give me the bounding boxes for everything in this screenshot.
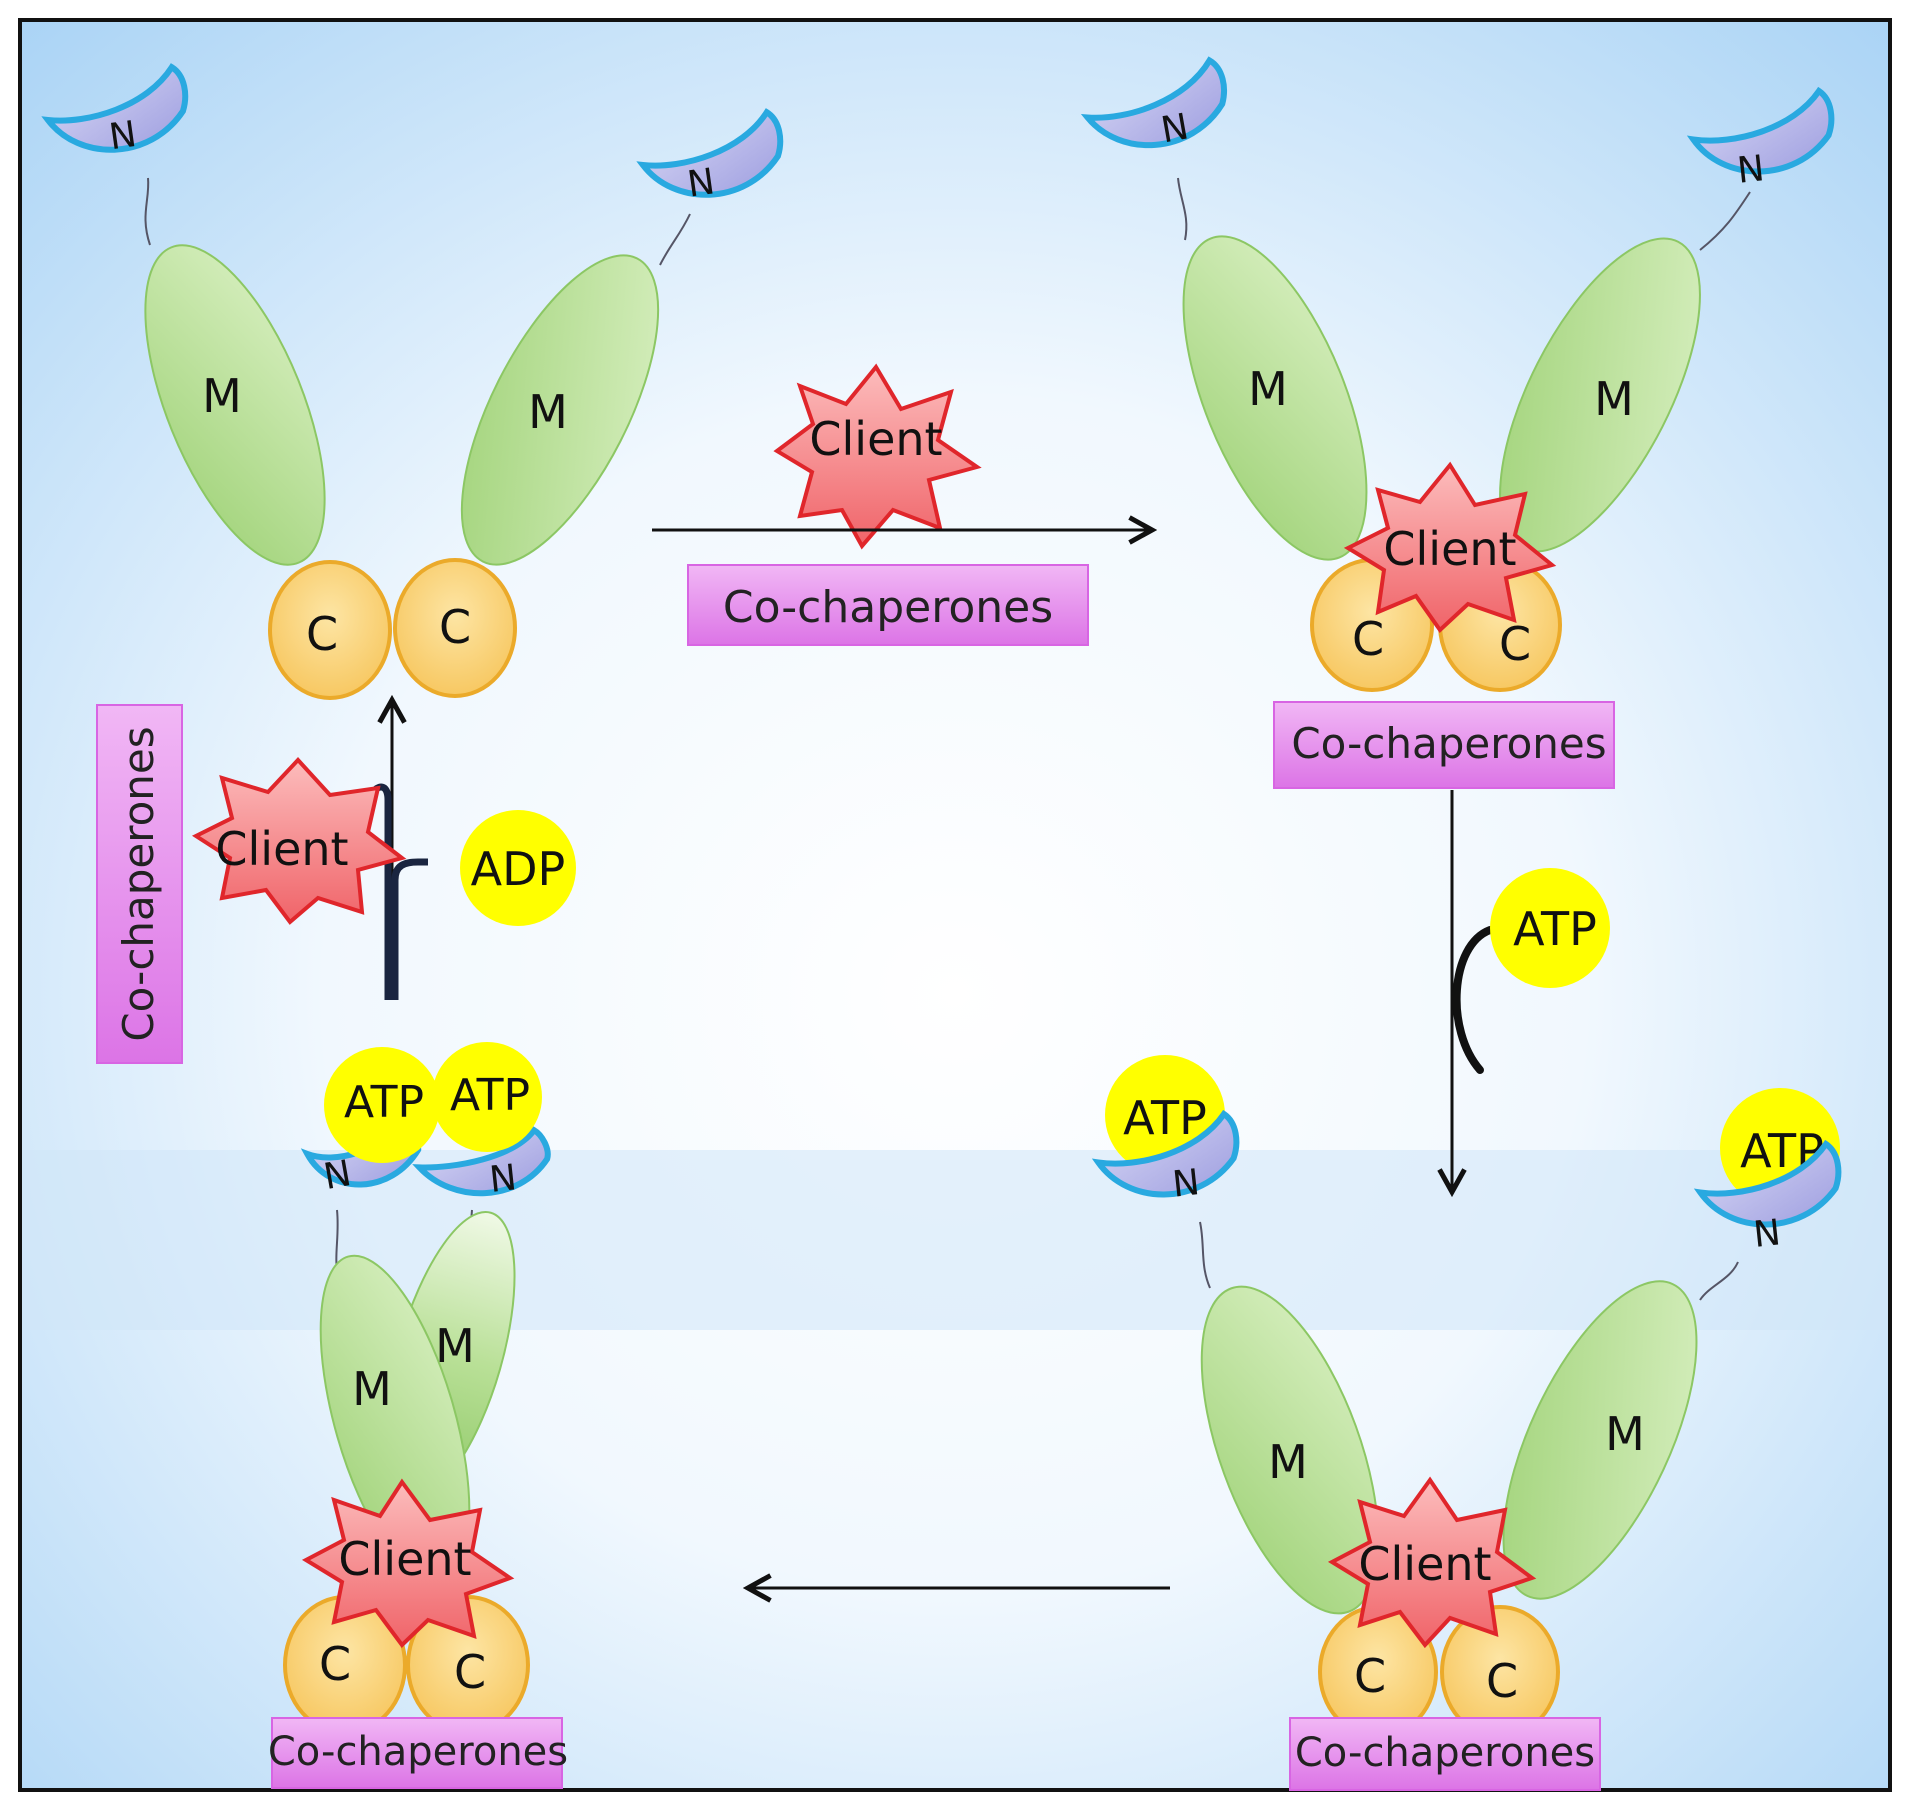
step-atp-binding: ATP xyxy=(1452,790,1610,1192)
m-domain xyxy=(1182,235,1368,561)
adp-label: ADP xyxy=(471,842,566,896)
c-label: C xyxy=(439,600,471,654)
linker xyxy=(1199,1221,1211,1289)
client-star xyxy=(773,363,982,550)
background-band xyxy=(22,1150,1888,1330)
cochaperones-label: Co-chaperones xyxy=(114,726,163,1041)
m-label: M xyxy=(1268,1435,1308,1489)
m-label: M xyxy=(528,385,568,439)
client-label: Client xyxy=(338,1532,471,1586)
c-label: C xyxy=(1354,1649,1386,1703)
cochaperones-label: Co-chaperones xyxy=(268,1729,568,1775)
release-branch-adp xyxy=(391,858,428,1000)
client-star xyxy=(191,757,407,925)
m-label: M xyxy=(1605,1407,1645,1461)
closed-dimer-bottom-left: M M N N ATP ATP C C Client Co-chaperones xyxy=(268,1042,568,1789)
c-domain xyxy=(393,558,517,698)
c-label: C xyxy=(454,1645,486,1699)
n-label: N xyxy=(1751,1212,1782,1256)
client-bound-dimer-top-right: N N M M C C Client Co-chaperones xyxy=(1080,56,1835,789)
atp-uptake-curve xyxy=(1452,926,1494,1074)
linker xyxy=(1699,1261,1739,1301)
c-label: C xyxy=(1499,617,1531,671)
atp-label: ATP xyxy=(450,1070,530,1121)
c-label: C xyxy=(306,607,338,661)
n-domain xyxy=(1080,56,1227,149)
cochaperones-label: Co-chaperones xyxy=(723,582,1053,633)
cochaperones-box xyxy=(1273,701,1615,789)
client-label: Client xyxy=(1383,522,1516,576)
n-domain xyxy=(41,63,189,153)
atp-molecule xyxy=(432,1042,542,1152)
c-label: C xyxy=(1352,612,1384,666)
cochaperones-box xyxy=(1289,1717,1601,1791)
m-domain xyxy=(460,254,660,566)
m-label: M xyxy=(435,1319,475,1373)
atp-molecule xyxy=(1490,868,1610,988)
m-label: M xyxy=(202,369,242,423)
n-domain xyxy=(1693,1139,1842,1228)
n-domain xyxy=(1091,1109,1240,1198)
m-label: M xyxy=(352,1362,392,1416)
n-domain xyxy=(412,1126,551,1197)
client-star xyxy=(1343,461,1557,634)
cochaperones-box xyxy=(271,1717,563,1789)
cochaperones-label: Co-chaperones xyxy=(1291,719,1606,768)
c-label: C xyxy=(1486,1654,1518,1708)
m-domain xyxy=(1502,1280,1698,1600)
cochaperones-box-vertical xyxy=(96,704,183,1064)
c-domain xyxy=(268,560,392,700)
linker xyxy=(1177,177,1188,241)
n-domain xyxy=(1686,86,1835,175)
linker xyxy=(1699,191,1751,251)
adp-molecule xyxy=(460,810,576,926)
client-star xyxy=(1327,1476,1537,1649)
n-label: N xyxy=(1735,148,1766,192)
client-label: Client xyxy=(809,412,942,466)
m-label: M xyxy=(1594,372,1634,426)
atp-label: ATP xyxy=(1123,1091,1207,1145)
n-label: N xyxy=(1170,1162,1201,1206)
open-dimer-top-left: N N M M C C xyxy=(41,63,784,700)
c-label: C xyxy=(319,1637,351,1691)
linker xyxy=(144,177,151,246)
n-label: N xyxy=(487,1157,518,1201)
atp-bound-dimer-bottom-right: ATP N ATP N M M C C Client Co-chaperones xyxy=(1091,1055,1842,1791)
client-label: Client xyxy=(215,822,348,876)
m-domain xyxy=(144,244,326,566)
n-label: N xyxy=(685,161,717,205)
step-release: Co-chaperones Client ADP xyxy=(96,700,576,1064)
step-client-binding: Client Co-chaperones xyxy=(652,363,1152,646)
atp-label: ATP xyxy=(344,1077,424,1128)
cochaperones-label: Co-chaperones xyxy=(1295,1730,1595,1776)
n-domain xyxy=(636,108,784,198)
m-domain xyxy=(1200,1285,1380,1615)
atp-label: ATP xyxy=(1513,902,1597,956)
cochaperones-box xyxy=(687,564,1089,646)
m-label: M xyxy=(1248,362,1288,416)
atp-molecule xyxy=(324,1047,440,1163)
client-label: Client xyxy=(1358,1537,1491,1591)
n-label: N xyxy=(107,114,139,158)
linker xyxy=(659,213,691,266)
client-star xyxy=(301,1478,515,1649)
